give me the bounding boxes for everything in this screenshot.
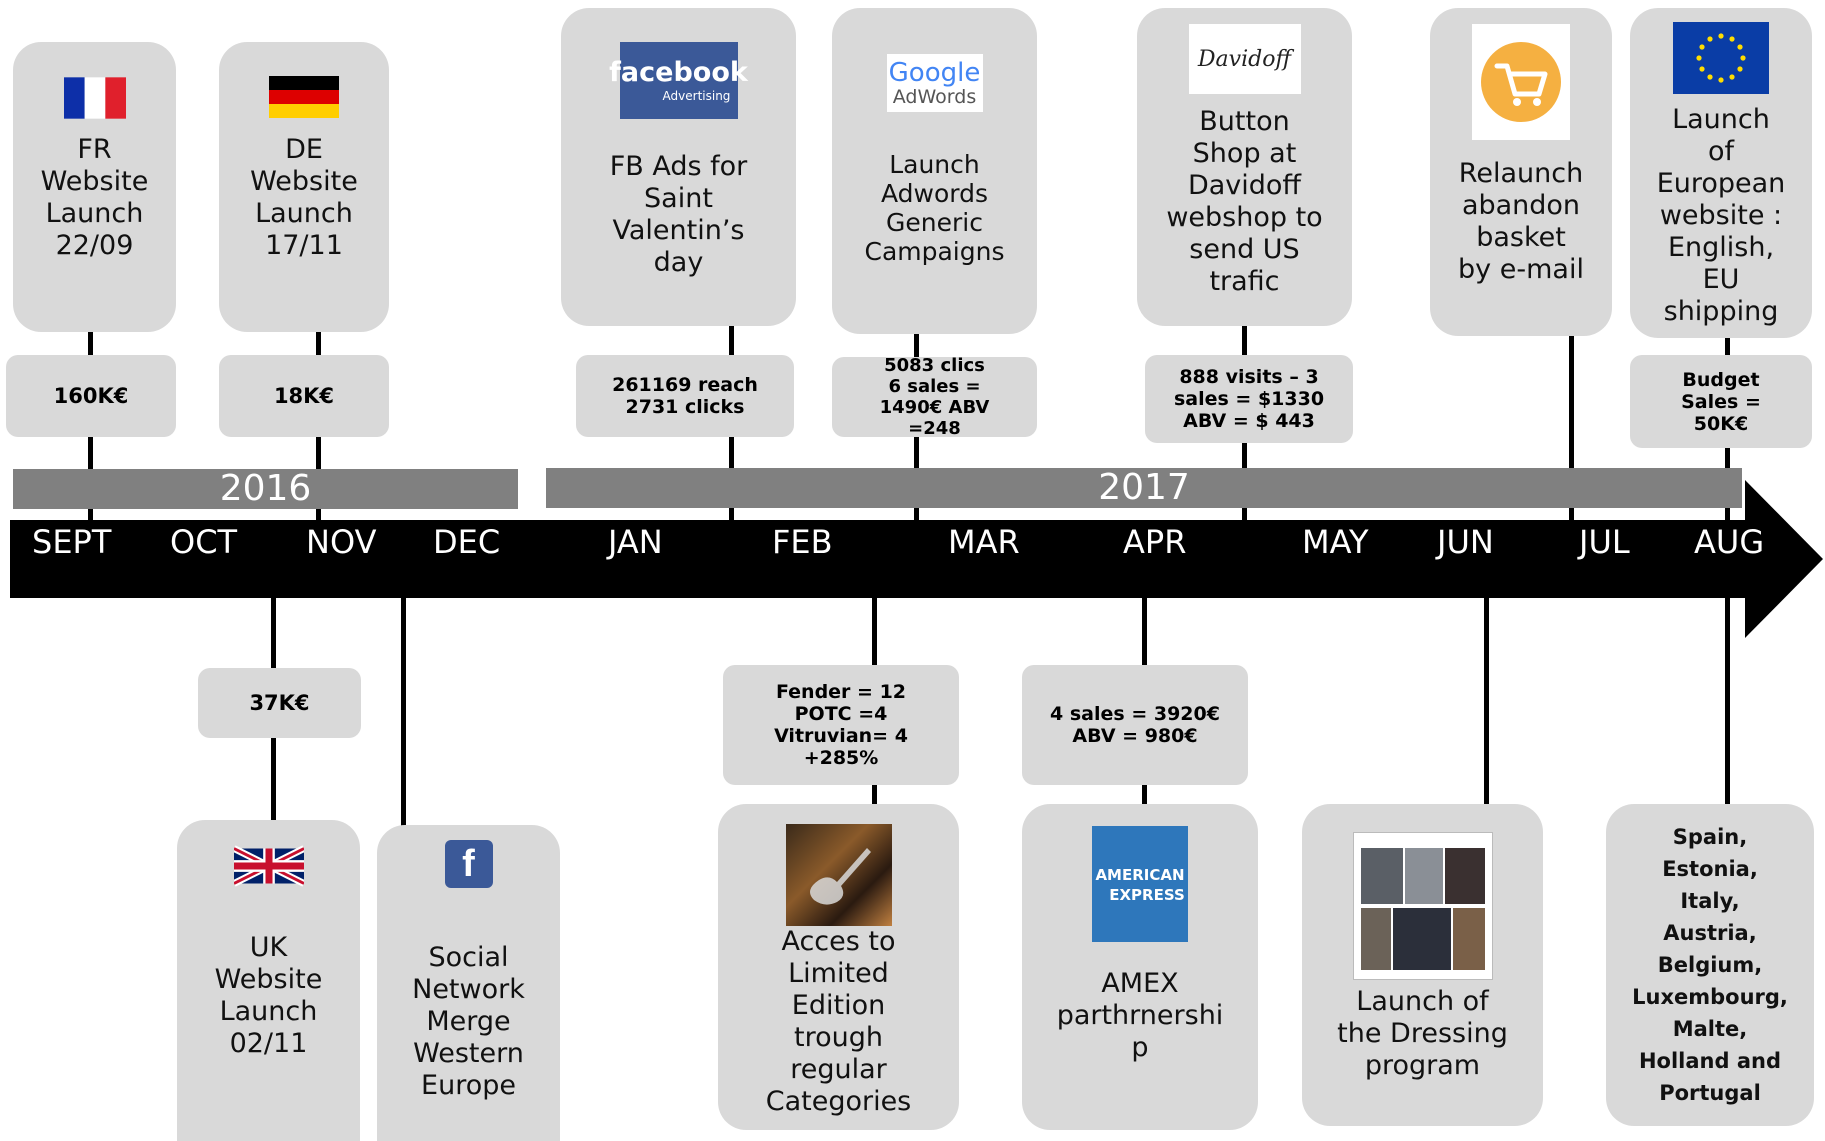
event-card-de-launch: DE Website Launch 17/11 xyxy=(219,42,389,332)
month-nov: NOV xyxy=(306,523,377,561)
google-word: Google xyxy=(888,58,981,88)
month-jul: JUL xyxy=(1579,523,1630,561)
month-apr: APR xyxy=(1123,523,1187,561)
event-text: FB Ads for Saint Valentin’s day xyxy=(609,151,748,278)
event-card-social-network: f Social Network Merge Western Europe xyxy=(377,825,560,1141)
amex-line1: AMERICAN xyxy=(1095,866,1185,884)
stat-adwords: 5083 clics 6 sales = 1490€ ABV =248 xyxy=(832,355,1037,439)
event-text: Relaunch abandon basket by e-mail xyxy=(1458,158,1584,285)
event-card-dressing: Launch of the Dressing program xyxy=(1302,804,1543,1126)
facebook-icon: f xyxy=(444,840,493,888)
facebook-sub: Advertising xyxy=(662,88,731,103)
event-text: FR Website Launch 22/09 xyxy=(40,134,149,261)
amex-line2: EXPRESS xyxy=(1109,886,1185,904)
month-mar: MAR xyxy=(948,523,1020,561)
stem-abandon xyxy=(1569,335,1574,522)
event-text: Launch of the Dressing program xyxy=(1337,986,1508,1081)
stat-limited-edition: Fender = 12 POTC =4 Vitruvian= 4 +285% xyxy=(723,665,959,785)
stem-social xyxy=(401,596,406,826)
stat-uk: 37K€ xyxy=(198,668,361,738)
event-text: Social Network Merge Western Europe xyxy=(412,942,525,1101)
france-flag-icon xyxy=(63,76,126,120)
germany-flag-icon xyxy=(269,76,339,118)
guitar-photo xyxy=(785,824,892,926)
event-text: AMEX parthrnershi p xyxy=(1056,968,1224,1063)
month-sept: SEPT xyxy=(32,523,112,561)
event-card-eu-website: Launch of European website : English, EU… xyxy=(1630,8,1812,338)
stat-de: 18K€ xyxy=(219,355,389,437)
facebook-word: facebook xyxy=(609,56,748,88)
american-express-logo: AMERICAN EXPRESS xyxy=(1092,826,1188,942)
stat-fb-ads: 261169 reach 2731 clicks xyxy=(576,355,794,437)
event-text: Launch Adwords Generic Campaigns xyxy=(864,150,1005,266)
month-may: MAY xyxy=(1302,523,1369,561)
event-card-fb-ads: facebook Advertising FB Ads for Saint Va… xyxy=(561,8,796,326)
timeline-axis xyxy=(10,520,1745,598)
month-aug: AUG xyxy=(1694,523,1765,561)
year-bar-2017: 2017 xyxy=(546,468,1742,508)
davidoff-word: Davidoff xyxy=(1197,46,1292,72)
month-feb: FEB xyxy=(772,523,833,561)
event-card-uk-launch: UK Website Launch 02/11 xyxy=(177,820,360,1141)
event-card-limited-edition: Acces to Limited Edition trough regular … xyxy=(718,804,959,1130)
stem-dressing xyxy=(1484,596,1489,806)
shopping-cart-icon xyxy=(1472,24,1570,140)
uk-flag-icon xyxy=(233,844,304,888)
event-card-adwords: Google AdWords Launch Adwords Generic Ca… xyxy=(832,8,1037,334)
event-text: Acces to Limited Edition trough regular … xyxy=(765,926,912,1117)
event-text: DE Website Launch 17/11 xyxy=(250,134,358,261)
eu-flag-icon xyxy=(1673,22,1769,94)
google-adwords-logo: Google AdWords xyxy=(886,54,983,112)
event-card-abandon-basket: Relaunch abandon basket by e-mail xyxy=(1430,8,1612,336)
event-text: Launch of European website : English, EU… xyxy=(1656,104,1786,327)
month-jan: JAN xyxy=(608,523,663,561)
month-dec: DEC xyxy=(433,523,501,561)
stat-davidoff: 888 visits – 3 sales = $1330 ABV = $ 443 xyxy=(1145,355,1353,443)
event-card-amex: AMERICAN EXPRESS AMEX parthrnershi p xyxy=(1022,804,1258,1130)
adwords-word: AdWords xyxy=(892,86,977,108)
stat-eu-budget: Budget Sales = 50K€ xyxy=(1630,355,1812,448)
stat-amex: 4 sales = 3920€ ABV = 980€ xyxy=(1022,665,1248,785)
stat-fr: 160K€ xyxy=(6,355,176,437)
stem-countries xyxy=(1725,596,1730,806)
event-text: UK Website Launch 02/11 xyxy=(214,932,323,1059)
month-oct: OCT xyxy=(170,523,238,561)
event-card-fr-launch: FR Website Launch 22/09 xyxy=(13,42,176,332)
event-card-davidoff: Davidoff Button Shop at Davidoff webshop… xyxy=(1137,8,1352,326)
event-text: Spain, Estonia, Italy, Austria, Belgium,… xyxy=(1632,825,1788,1105)
facebook-f-glyph: f xyxy=(462,843,475,885)
month-jun: JUN xyxy=(1437,523,1494,561)
event-card-countries: Spain, Estonia, Italy, Austria, Belgium,… xyxy=(1606,804,1814,1126)
davidoff-logo: Davidoff xyxy=(1188,24,1301,94)
facebook-advertising-logo: facebook Advertising xyxy=(609,42,748,119)
year-bar-2016: 2016 xyxy=(13,469,518,509)
timeline-arrow-head xyxy=(1745,480,1823,638)
dressing-catalog-photo xyxy=(1352,832,1493,980)
event-text: Button Shop at Davidoff webshop to send … xyxy=(1166,106,1323,297)
